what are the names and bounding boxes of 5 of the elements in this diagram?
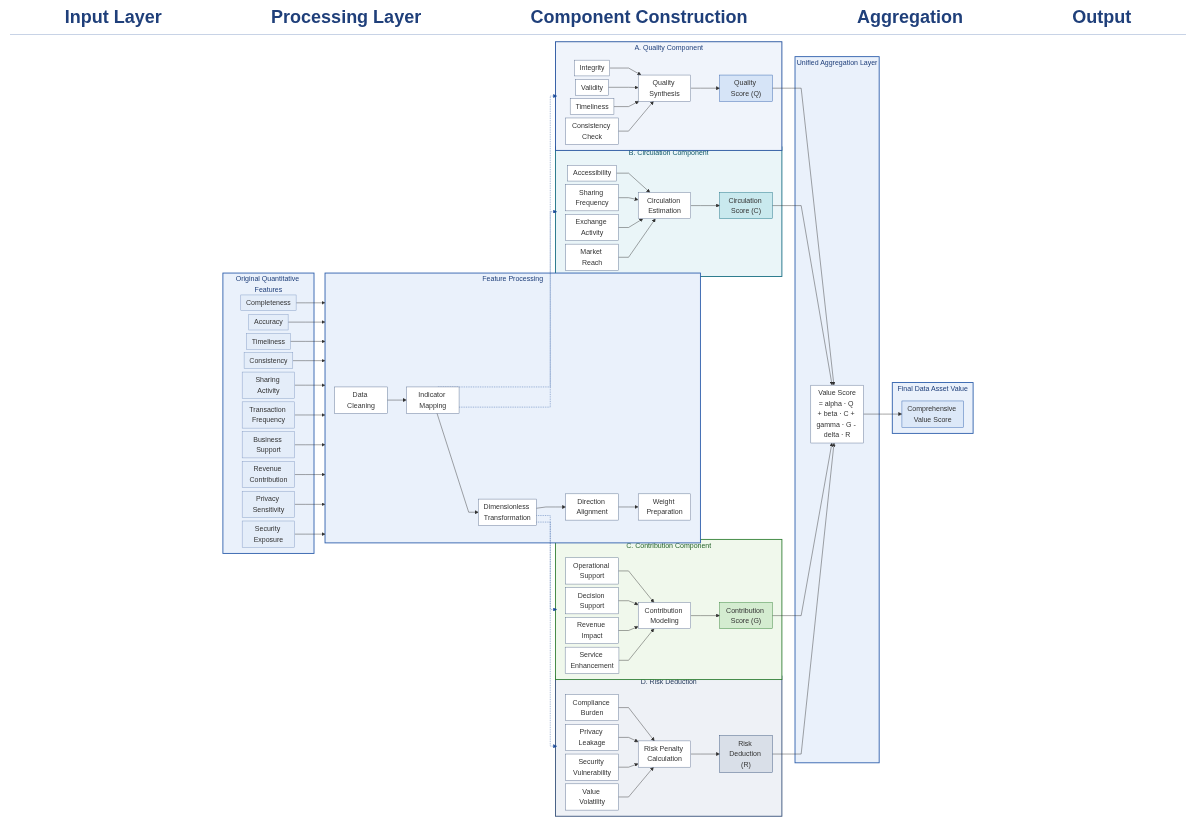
- column-heading: Processing Layer: [271, 6, 422, 28]
- column-heading: Component Construction: [530, 6, 748, 28]
- column-heading: Output: [1072, 6, 1132, 28]
- column-heading: Input Layer: [64, 6, 162, 28]
- column-heading: Aggregation: [856, 6, 963, 28]
